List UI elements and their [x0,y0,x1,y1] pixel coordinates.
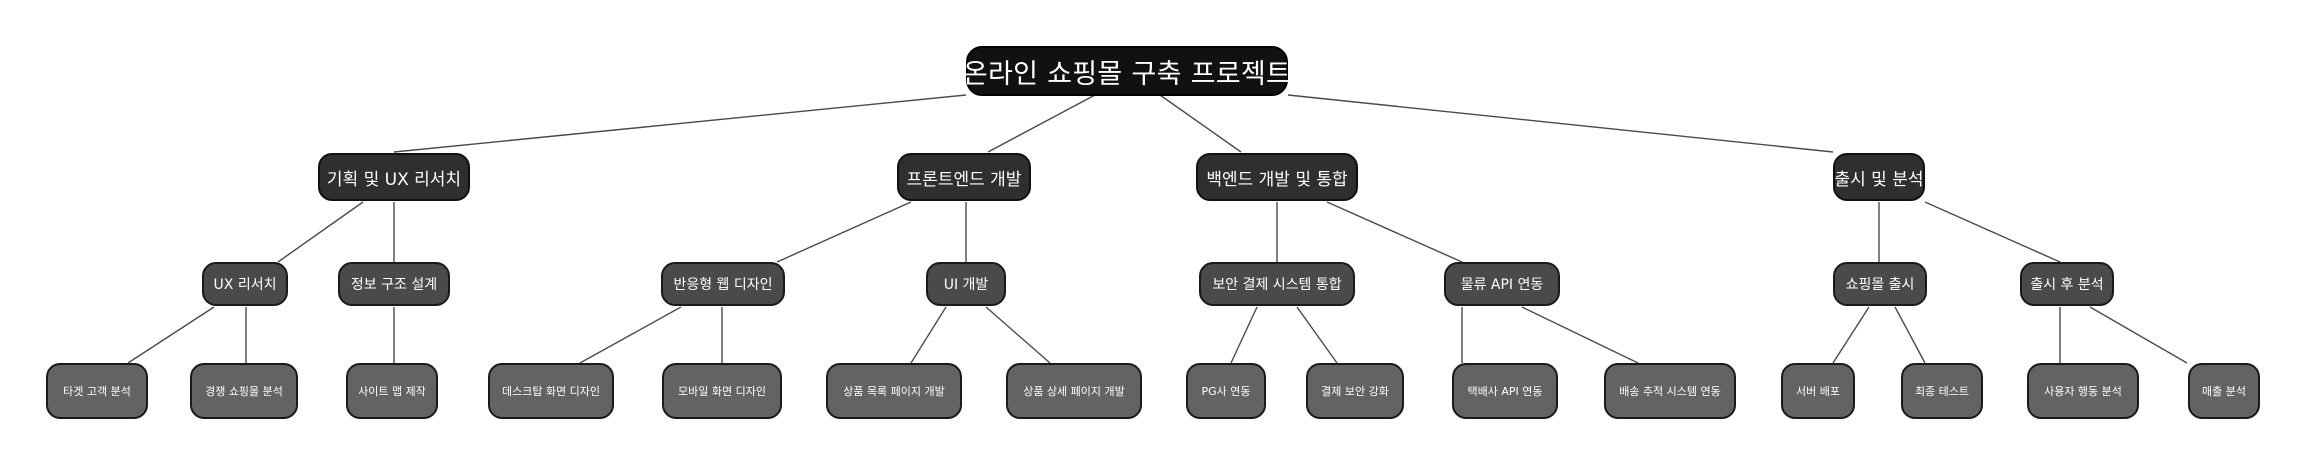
edges [127,94,2188,364]
leaf-node-delivery-tracking[interactable]: 배송 추적 시스템 연동 [1604,363,1736,419]
leaf-node-product-list-page[interactable]: 상품 목록 페이지 개발 [826,363,962,419]
edge-b3-c1 [1924,201,2061,263]
leaf-node-desktop-design[interactable]: 데스크탑 화면 디자인 [488,363,614,419]
branch-node-frontend[interactable]: 프론트엔드 개발 [897,153,1031,201]
root-node[interactable]: 온라인 쇼핑몰 구축 프로젝트 [963,46,1291,96]
edge-c20-l0 [1230,306,1258,364]
edge-b0-c0 [277,201,364,263]
edge-root-b3 [1287,94,1834,153]
edge-c31-l1 [2089,306,2188,364]
leaf-node-target-customer-analysis[interactable]: 타겟 고객 분석 [46,363,148,419]
topic-node-payment-integration[interactable]: 보안 결제 시스템 통합 [1199,262,1355,306]
leaf-node-mobile-design[interactable]: 모바일 화면 디자인 [662,363,782,419]
topic-node-store-launch[interactable]: 쇼핑몰 출시 [1833,262,1927,306]
topic-node-info-architecture[interactable]: 정보 구조 설계 [338,262,450,306]
branch-node-planning[interactable]: 기획 및 UX 리서치 [318,153,470,201]
edge-b1-c0 [776,201,912,263]
leaf-node-pg-integration[interactable]: PG사 연동 [1186,363,1266,419]
topic-node-ui-development[interactable]: UI 개발 [926,262,1006,306]
topic-node-responsive-design[interactable]: 반응형 웹 디자인 [661,262,785,306]
edge-c11-l1 [985,306,1051,364]
leaf-node-payment-security[interactable]: 결제 보안 강화 [1306,363,1404,419]
edge-c00-l0 [127,306,215,364]
topic-node-post-launch-analysis[interactable]: 출시 후 분석 [2020,262,2114,306]
leaf-node-product-detail-page[interactable]: 상품 상세 페이지 개발 [1006,363,1142,419]
branch-node-backend[interactable]: 백엔드 개발 및 통합 [1196,153,1358,201]
edge-root-b1 [987,94,1096,153]
leaf-node-server-deploy[interactable]: 서버 배포 [1781,363,1855,419]
edge-c11-l0 [910,306,947,364]
edge-c30-l1 [1894,306,1926,364]
edge-c21-l1 [1521,306,1639,364]
leaf-node-sales-analysis[interactable]: 매출 분석 [2188,363,2260,419]
edge-c30-l0 [1832,306,1870,364]
edge-c10-l0 [579,306,682,364]
edge-root-b0 [393,94,967,153]
topic-node-logistics-api[interactable]: 물류 API 연동 [1444,262,1560,306]
leaf-node-competitor-analysis[interactable]: 경쟁 쇼핑몰 분석 [190,363,298,419]
leaf-node-sitemap[interactable]: 사이트 맵 제작 [346,363,438,419]
leaf-node-final-test[interactable]: 최종 테스트 [1901,363,1983,419]
topic-node-ux-research[interactable]: UX 리서치 [202,262,288,306]
leaf-node-courier-api[interactable]: 택배사 API 연동 [1452,363,1558,419]
branch-node-launch[interactable]: 출시 및 분석 [1833,153,1925,201]
edge-root-b2 [1159,94,1242,153]
leaf-node-user-behavior-analysis[interactable]: 사용자 행동 분석 [2027,363,2139,419]
edge-b2-c1 [1326,201,1463,263]
edge-c20-l1 [1296,306,1338,364]
